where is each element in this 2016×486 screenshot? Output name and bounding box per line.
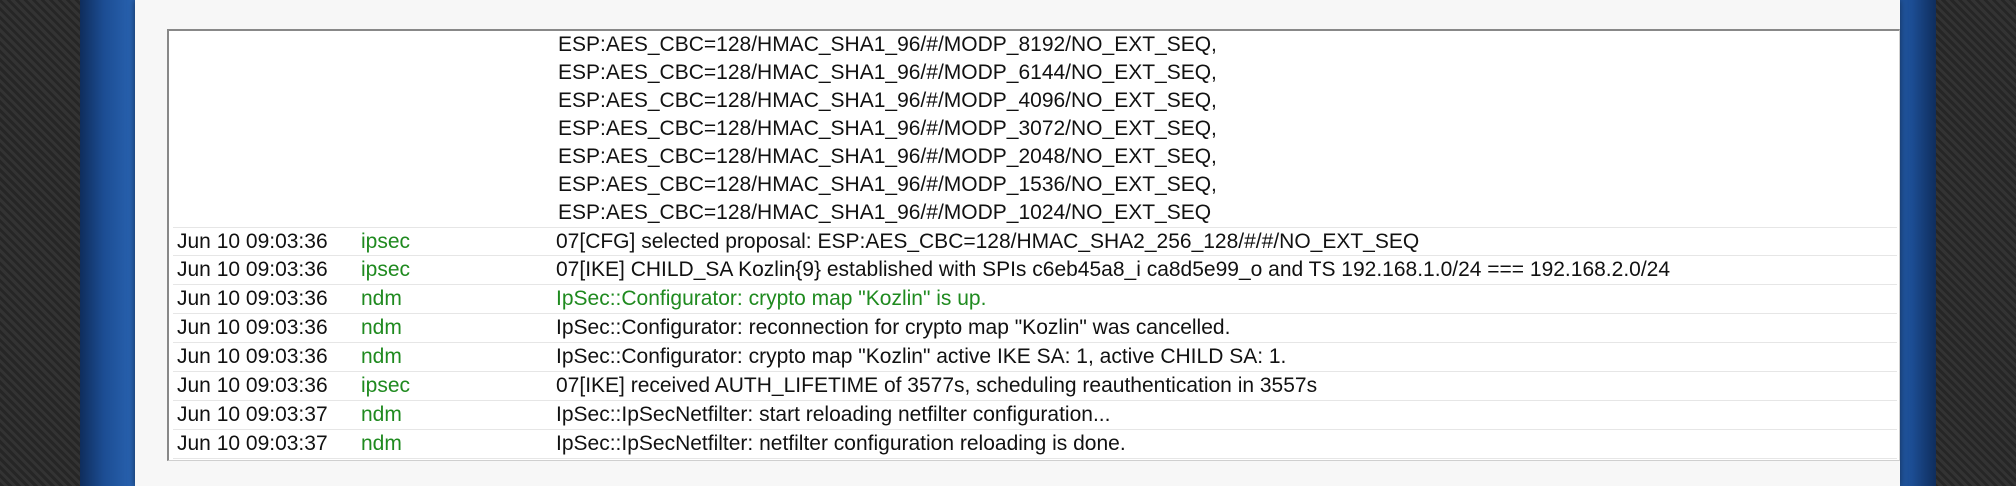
log-message: 07[IKE] CHILD_SA Kozlin{9} established w… [556,258,1671,281]
log-row: Jun 10 09:03:36 ipsec 07[IKE] CHILD_SA K… [173,256,1897,285]
log-row: Jun 10 09:03:37 ndm IpSec::IpSecNetfilte… [173,401,1897,430]
log-row: Jun 10 09:03:36 ndm IpSec::Configurator:… [173,343,1897,372]
log-continuation-line: ESP:AES_CBC=128/HMAC_SHA1_96/#/MODP_1536… [558,173,1217,196]
log-scroll-area[interactable]: ESP:AES_CBC=128/HMAC_SHA1_96/#/MODP_8192… [169,31,1899,460]
log-row: Jun 10 09:03:36 ndm IpSec::Configurator:… [173,314,1897,343]
log-timestamp: Jun 10 09:03:37 [177,403,328,426]
log-process: ndm [361,287,402,310]
log-continuation-line: ESP:AES_CBC=128/HMAC_SHA1_96/#/MODP_6144… [558,61,1217,84]
system-log-view[interactable]: ESP:AES_CBC=128/HMAC_SHA1_96/#/MODP_8192… [167,29,1900,461]
log-process: ndm [361,345,402,368]
log-process: ndm [361,316,402,339]
log-continuation-line: ESP:AES_CBC=128/HMAC_SHA1_96/#/MODP_1024… [558,201,1212,224]
log-row: Jun 10 09:03:36 ndm IpSec::Configurator:… [173,285,1897,314]
log-timestamp: Jun 10 09:03:37 [177,432,328,455]
log-row: Jun 10 09:03:37 ndm IpSec::IpSecNetfilte… [173,430,1897,459]
log-timestamp: Jun 10 09:03:36 [177,287,328,310]
log-message: IpSec::Configurator: crypto map "Kozlin"… [556,345,1287,368]
log-continuation-line: ESP:AES_CBC=128/HMAC_SHA1_96/#/MODP_3072… [558,117,1217,140]
log-timestamp: Jun 10 09:03:36 [177,258,328,281]
log-process: ndm [361,432,402,455]
log-process: ipsec [361,374,411,397]
log-message: 07[IKE] received AUTH_LIFETIME of 3577s,… [556,374,1318,397]
log-message: IpSec::Configurator: reconnection for cr… [556,316,1231,339]
log-process: ipsec [361,229,411,253]
log-continuation-block: ESP:AES_CBC=128/HMAC_SHA1_96/#/MODP_8192… [169,31,1899,227]
log-message: IpSec::IpSecNetfilter: netfilter configu… [556,432,1126,455]
log-timestamp: Jun 10 09:03:36 [177,345,328,368]
log-continuation-line: ESP:AES_CBC=128/HMAC_SHA1_96/#/MODP_4096… [558,89,1217,112]
log-continuation-line: ESP:AES_CBC=128/HMAC_SHA1_96/#/MODP_8192… [558,33,1217,56]
log-row: Jun 10 09:03:36 ipsec 07[CFG] selected p… [173,227,1897,256]
log-timestamp: Jun 10 09:03:36 [177,229,328,253]
log-timestamp: Jun 10 09:03:36 [177,374,328,397]
log-message: IpSec::IpSecNetfilter: start reloading n… [556,403,1111,426]
log-message-highlighted: IpSec::Configurator: crypto map "Kozlin"… [556,287,987,310]
log-row: Jun 10 09:03:36 ipsec 07[IKE] received A… [173,372,1897,401]
log-continuation-line: ESP:AES_CBC=128/HMAC_SHA1_96/#/MODP_2048… [558,145,1217,168]
log-process: ndm [361,403,402,426]
log-timestamp: Jun 10 09:03:36 [177,316,328,339]
log-process: ipsec [361,258,411,281]
log-message: 07[CFG] selected proposal: ESP:AES_CBC=1… [556,229,1420,253]
